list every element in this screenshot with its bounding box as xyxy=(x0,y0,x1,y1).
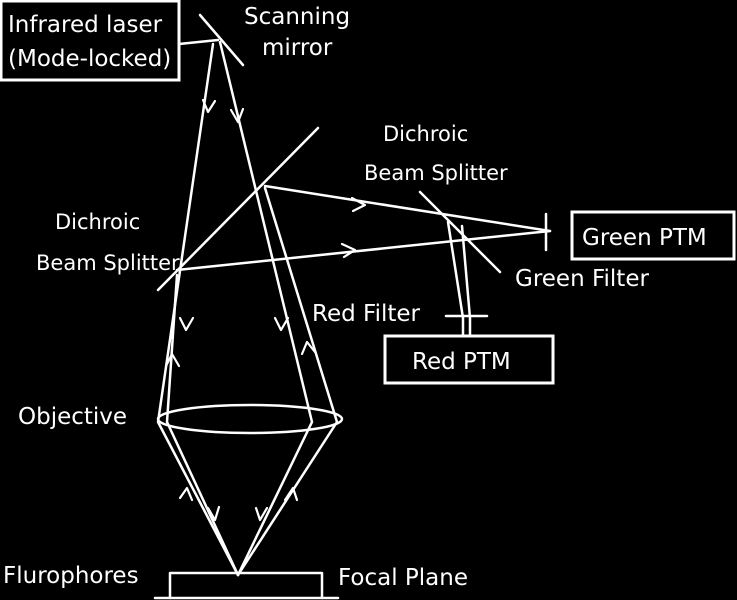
right-dichroic-label-line1: Dichroic xyxy=(383,122,468,146)
arrow-detector-upper xyxy=(350,196,367,213)
arrow-emission-right-mid xyxy=(300,340,317,356)
arrow-emission-left-mid xyxy=(164,352,181,368)
laser-label-line2: (Mode-locked) xyxy=(8,46,171,72)
laser-box: Infrared laser (Mode-locked) xyxy=(0,0,181,82)
arrow-emission-right-low xyxy=(283,486,299,502)
left-dichroic-beam-splitter xyxy=(156,126,320,292)
sample-slide-outline xyxy=(168,571,324,600)
emission-beams xyxy=(164,186,339,577)
detector-beam-upper xyxy=(263,184,552,233)
arrow-emission-left-low xyxy=(178,486,194,502)
green-pmt-label: Green PTM xyxy=(582,225,707,251)
green-filter-label: Green Filter xyxy=(515,266,649,292)
excitation-beams xyxy=(156,40,314,577)
excitation-beam-left xyxy=(156,42,240,577)
left-dichroic-label-line2: Beam Splitter xyxy=(36,251,180,275)
arrow-excitation-right-low xyxy=(254,506,269,522)
red-filter-label: Red Filter xyxy=(312,301,421,327)
detector-beams xyxy=(175,184,552,338)
right-dichroic-label-line2: Beam Splitter xyxy=(364,161,508,185)
flurophores-label: Flurophores xyxy=(3,563,139,589)
red-pmt-box: Red PTM xyxy=(383,334,555,385)
focal-plane-label: Focal Plane xyxy=(338,565,468,591)
emission-beam-right xyxy=(236,186,339,577)
arrow-excitation-left-mid xyxy=(178,316,195,332)
laser-output-beam xyxy=(177,38,220,46)
objective-lens xyxy=(156,403,344,435)
emission-beam-left xyxy=(165,273,240,577)
laser-label-line1: Infrared laser xyxy=(8,12,163,38)
detector-beam-lower xyxy=(175,229,552,272)
arrow-excitation-right-mid xyxy=(273,316,290,332)
red-channel-beam-b xyxy=(460,224,472,338)
green-pmt-outline xyxy=(570,210,736,261)
green-pmt-box: Green PTM xyxy=(570,210,736,261)
red-channel-beam-a xyxy=(446,220,465,338)
sample-slide xyxy=(153,571,340,600)
mirror-label-line2: mirror xyxy=(262,35,333,61)
left-dichroic-label-line1: Dichroic xyxy=(55,210,140,234)
red-pmt-label: Red PTM xyxy=(412,349,511,375)
scanning-mirror xyxy=(198,13,245,67)
red-pmt-outline xyxy=(383,334,555,385)
objective-label: Objective xyxy=(18,404,127,430)
excitation-beam-right xyxy=(218,40,314,577)
arrow-detector-lower xyxy=(340,242,357,259)
arrow-excitation-left-low xyxy=(206,505,221,522)
laser-box-outline xyxy=(0,0,181,82)
right-dichroic-beam-splitter xyxy=(418,190,502,274)
mirror-label-line1: Scanning xyxy=(244,4,350,30)
arrow-excitation-right-top xyxy=(229,107,245,124)
arrow-excitation-left-top xyxy=(201,98,217,114)
